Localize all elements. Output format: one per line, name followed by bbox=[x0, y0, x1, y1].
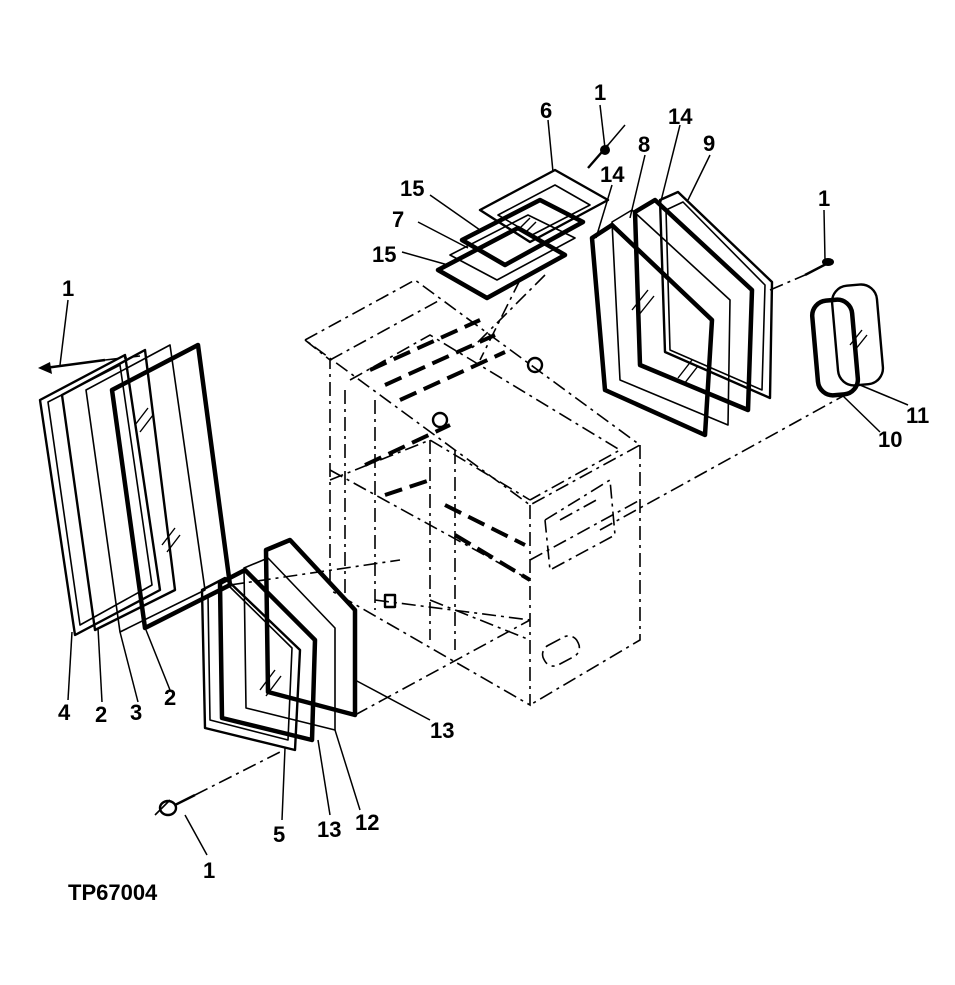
fastener-left bbox=[38, 358, 106, 374]
right-glass-stack bbox=[589, 190, 774, 438]
callout-1-right: 1 bbox=[818, 186, 830, 211]
callout-7: 7 bbox=[392, 207, 404, 232]
callout-3: 3 bbox=[130, 700, 142, 725]
side-window bbox=[809, 283, 885, 398]
callout-2-b: 2 bbox=[164, 685, 176, 710]
callout-4: 4 bbox=[58, 700, 71, 725]
alignment-lines bbox=[104, 274, 846, 796]
callout-labels: 1 1 1 1 2 2 3 4 5 6 7 8 9 10 11 12 13 13… bbox=[58, 80, 929, 883]
callout-1-top: 1 bbox=[594, 80, 606, 105]
callout-14-b: 14 bbox=[600, 162, 625, 187]
callout-15-b: 15 bbox=[372, 242, 396, 267]
callout-11: 11 bbox=[906, 403, 929, 428]
fastener-top bbox=[587, 124, 626, 169]
leader-lines bbox=[59, 104, 909, 856]
callout-2-a: 2 bbox=[95, 702, 107, 727]
cab-frame bbox=[304, 279, 642, 707]
callout-13-b: 13 bbox=[317, 817, 341, 842]
callout-9: 9 bbox=[703, 131, 715, 156]
fasteners bbox=[38, 124, 834, 817]
callout-8: 8 bbox=[638, 132, 650, 157]
front-left-glass-stack bbox=[200, 537, 358, 752]
figure-id-label: TP67004 bbox=[68, 880, 158, 905]
callout-5: 5 bbox=[273, 822, 285, 847]
callout-10: 10 bbox=[878, 427, 902, 452]
callout-1-left: 1 bbox=[62, 276, 74, 301]
roof-glass-stack bbox=[435, 168, 610, 301]
callout-14-a: 14 bbox=[668, 104, 693, 129]
callout-12: 12 bbox=[355, 810, 379, 835]
fastener-bottom bbox=[154, 793, 196, 817]
callout-1-bottom: 1 bbox=[203, 858, 215, 883]
fastener-right bbox=[804, 258, 834, 277]
callout-15-a: 15 bbox=[400, 176, 424, 201]
callout-13-a: 13 bbox=[430, 718, 454, 743]
callout-6: 6 bbox=[540, 98, 552, 123]
